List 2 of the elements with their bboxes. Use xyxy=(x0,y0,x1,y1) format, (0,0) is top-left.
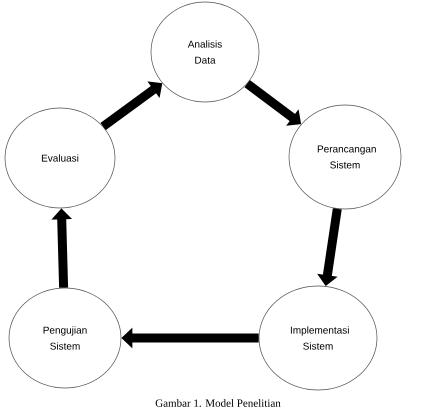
caption: Gambar 1. Model Penelitian xyxy=(156,399,281,407)
block-arrow xyxy=(100,81,162,130)
